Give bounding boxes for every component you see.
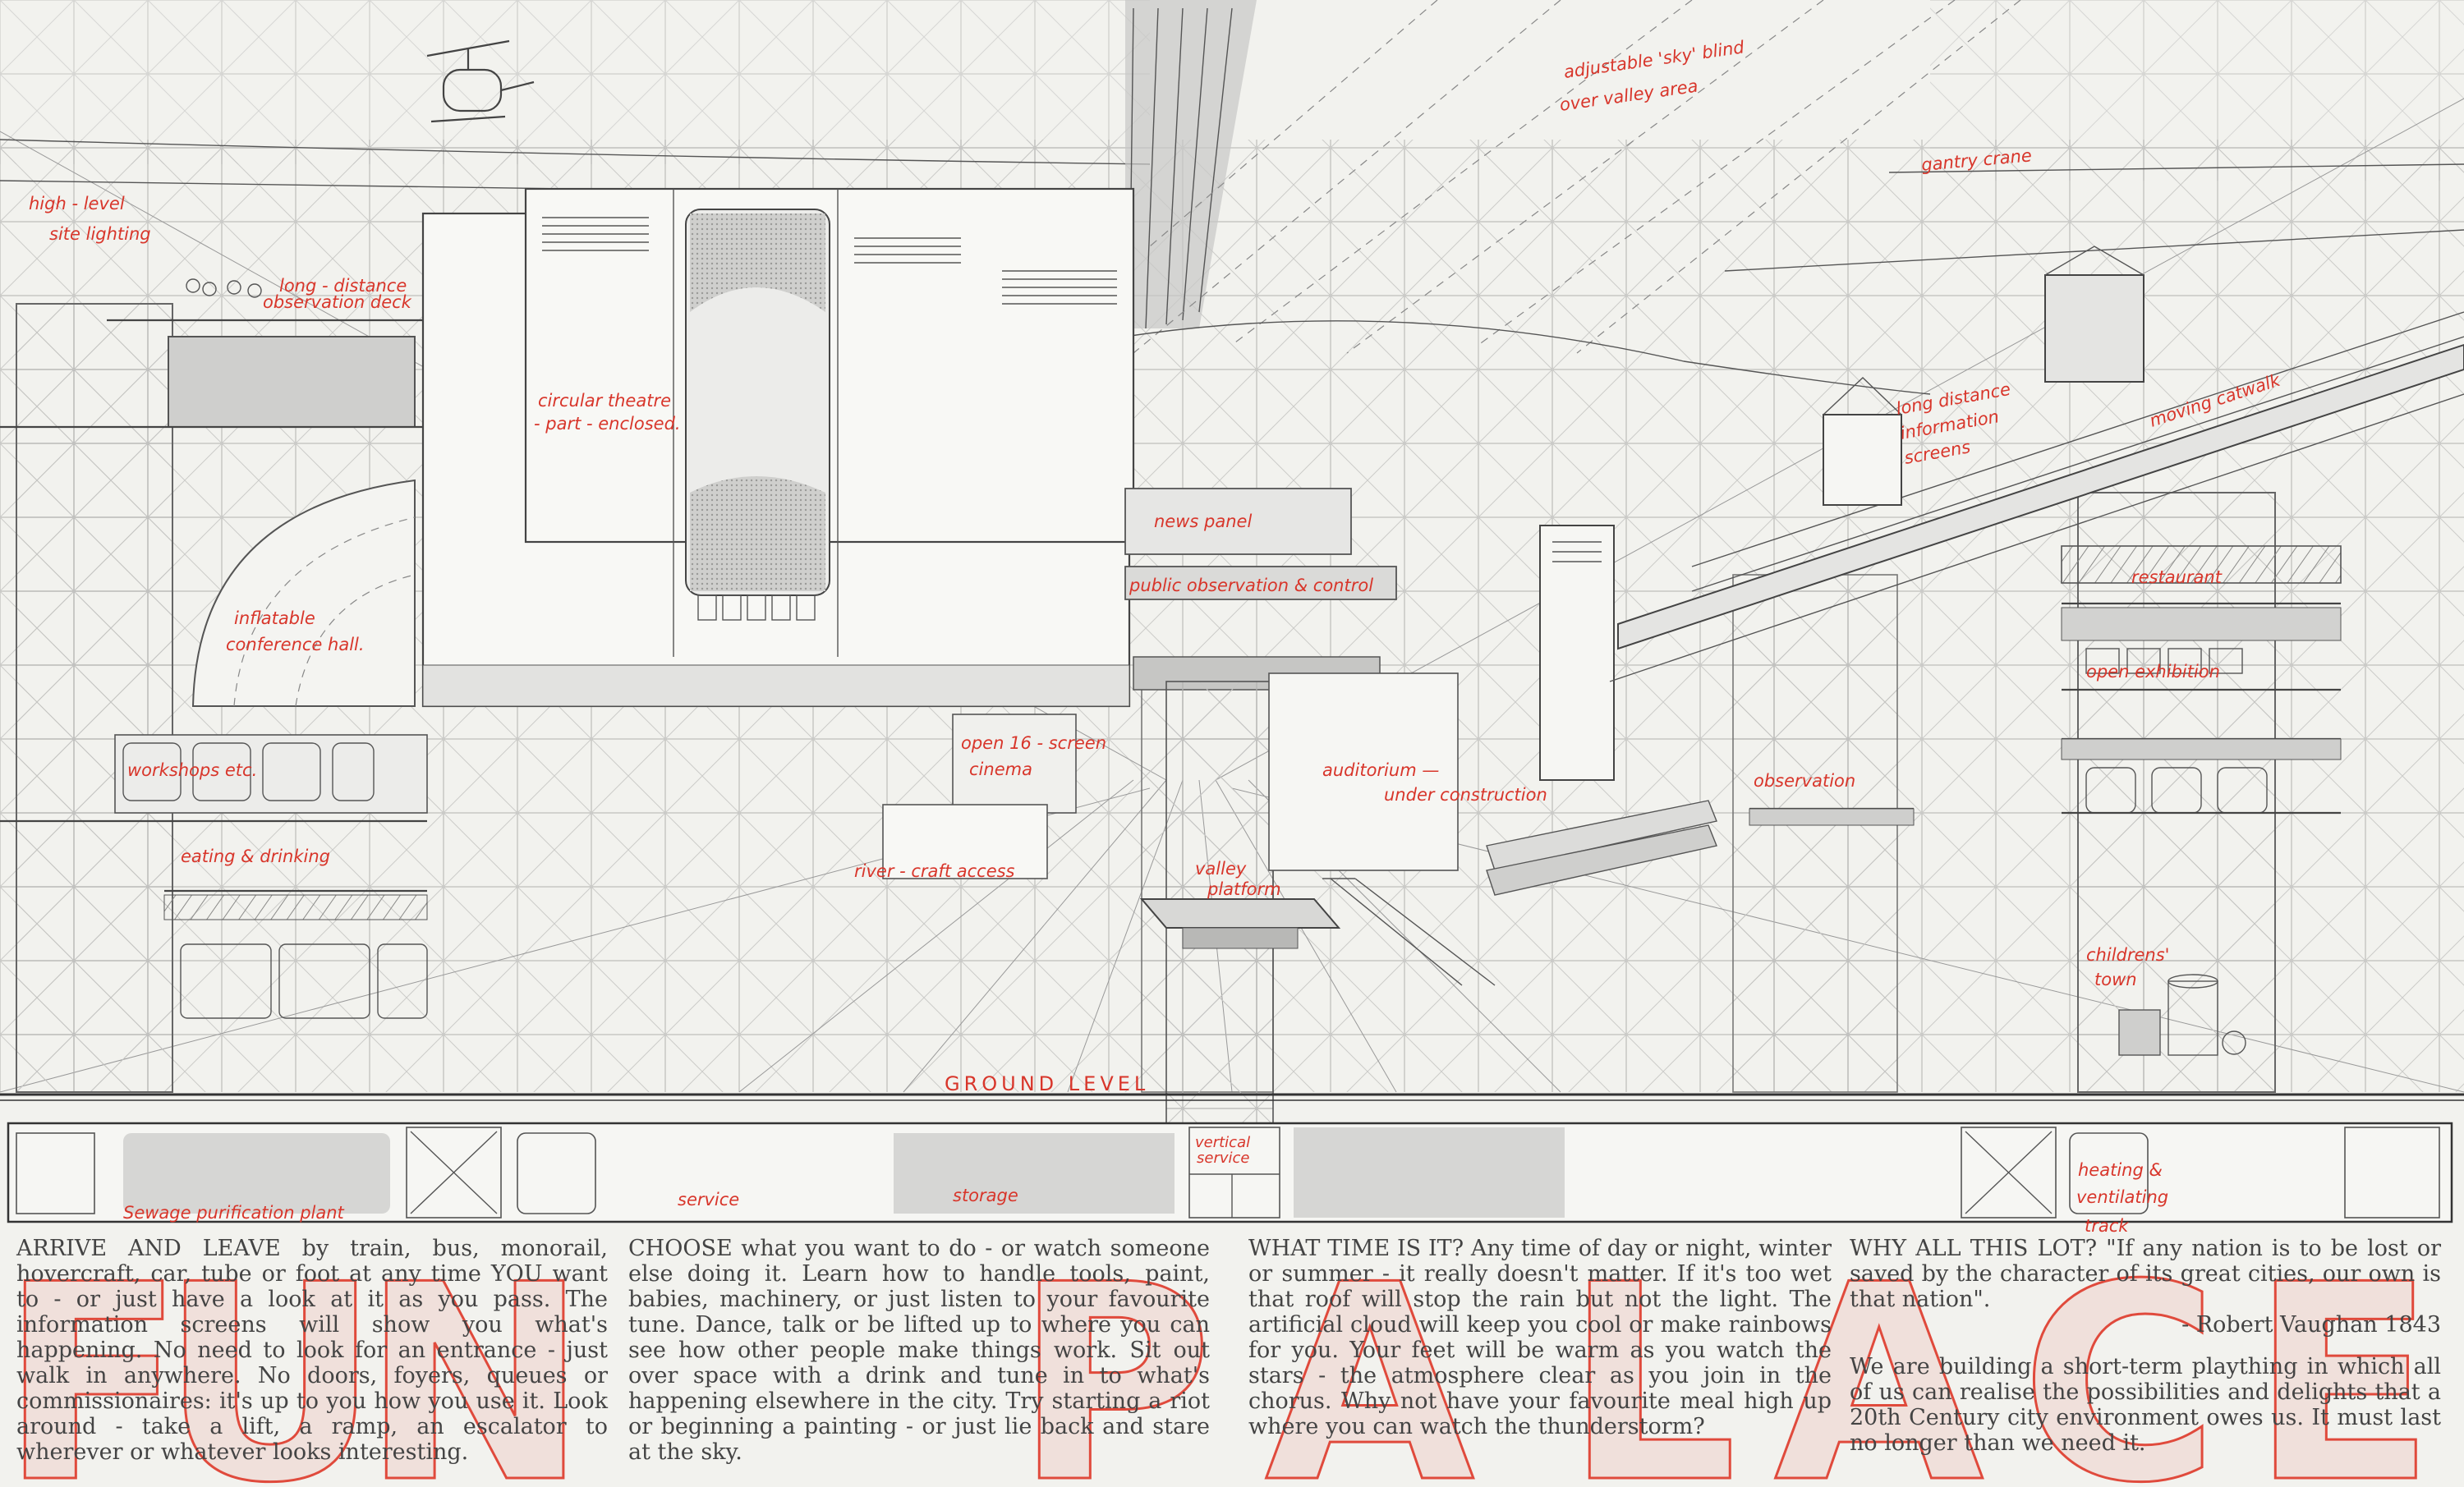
label-observation: observation (1754, 771, 1855, 791)
label-ground-level: GROUND LEVEL (945, 1072, 1149, 1095)
label-news-panel: news panel (1154, 512, 1252, 531)
label-under-construction: under construction (1384, 785, 1547, 805)
label-town: town (2094, 970, 2137, 989)
label-storage: storage (953, 1186, 1018, 1205)
label-vertical: vertical (1195, 1134, 1250, 1151)
sky-blind (1124, 0, 2021, 395)
label-restaurant: restaurant (2131, 567, 2223, 587)
label-inflatable: inflatable (234, 608, 315, 628)
news-and-control-panels (882, 488, 1717, 1134)
circular-theatre-block (421, 187, 1135, 708)
arrive-paragraph: ARRIVE AND LEAVE by train, bus, monorail… (16, 1236, 608, 1465)
label-high-level: high - level (29, 194, 125, 213)
building-paragraph: We are building a short-term plaything i… (1850, 1354, 2441, 1456)
left-tower-floors (0, 278, 428, 1019)
label-open-exhibition: open exhibition (2086, 662, 2220, 682)
label-service: service (678, 1190, 739, 1209)
label-open-16-screen: open 16 - screen (961, 733, 1106, 753)
label-observation-deck: observation deck (263, 292, 412, 312)
label-childrens: childrens' (2086, 945, 2169, 965)
label-platform: platform (1207, 879, 1281, 899)
label-public-observation: public observation & control (1129, 576, 1373, 595)
label-long-distance: long - distance (279, 276, 407, 296)
label-auditorium: auditorium — (1322, 760, 1439, 780)
quote-attribution: - Robert Vaughan 1843 (2181, 1312, 2441, 1338)
label-track: track (2085, 1216, 2129, 1236)
text-column-time: WHAT TIME IS IT? Any time of day or nigh… (1248, 1236, 1832, 1482)
label-vertical-service: service (1197, 1150, 1249, 1167)
label-heating: heating & (2078, 1160, 2163, 1180)
label-cinema: cinema (969, 760, 1032, 779)
label-eating-drinking: eating & drinking (181, 847, 330, 866)
label-workshops: workshops etc. (127, 760, 257, 780)
text-column-choose: CHOOSE what you want to do - or watch so… (628, 1236, 1210, 1482)
why-paragraph: WHY ALL THIS LOT? "If any nation is to b… (1850, 1236, 2441, 1312)
label-valley: valley (1195, 859, 1247, 879)
label-valley-area: over valley area (1558, 76, 1699, 115)
label-sky-blind: adjustable 'sky' blind (1562, 37, 1745, 82)
moving-catwalk (1609, 246, 2464, 682)
label-sewage-plant: Sewage purification plant (123, 1203, 345, 1223)
text-column-why: WHY ALL THIS LOT? "If any nation is to b… (1850, 1236, 2441, 1482)
text-column-arrive: ARRIVE AND LEAVE by train, bus, monorail… (16, 1236, 608, 1482)
right-floors (1749, 545, 2342, 1056)
label-conference-hall: conference hall. (226, 635, 365, 654)
helicopter-icon (426, 39, 535, 123)
time-paragraph: WHAT TIME IS IT? Any time of day or nigh… (1248, 1236, 1832, 1439)
label-river-craft-access: river - craft access (854, 861, 1015, 881)
basement-services (7, 1122, 2453, 1223)
ground-level (0, 1093, 2464, 1101)
choose-paragraph: CHOOSE what you want to do - or watch so… (628, 1236, 1210, 1465)
label-site-lighting: site lighting (49, 224, 151, 244)
label-part-enclosed: - part - enclosed. (534, 414, 681, 434)
label-ventilating: ventilating (2076, 1187, 2168, 1207)
label-circular-theatre: circular theatre (538, 391, 671, 411)
